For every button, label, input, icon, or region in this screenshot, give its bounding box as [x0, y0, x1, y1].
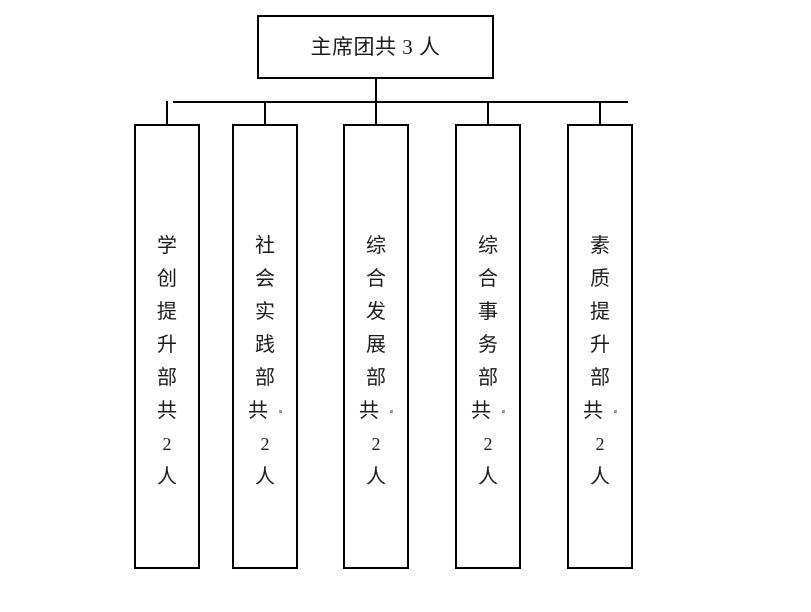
- dept-label-char: 人: [157, 466, 177, 488]
- dept-label-char: 学: [157, 235, 177, 257]
- dept-label-char: 2: [483, 434, 493, 454]
- dept-label-char: 综: [478, 235, 498, 257]
- dept-label-char: 人: [255, 466, 275, 488]
- dept-label-char: 人: [590, 466, 610, 488]
- dept-label-char: 部: [157, 367, 177, 389]
- dept-label-char: 2: [595, 434, 605, 454]
- dept-label-char: 提: [590, 301, 610, 323]
- dept-label-char: 务: [478, 334, 498, 356]
- connector-drop-1: [166, 101, 168, 124]
- dept-label-char: 事: [478, 301, 498, 323]
- dept-label-char: 部: [478, 367, 498, 389]
- root-node-presidium[interactable]: 主席团共 3 人: [257, 15, 494, 79]
- dept-node-5-label: 素质提升部共 2 人: [569, 230, 631, 494]
- dept-label-char: 质: [590, 268, 610, 290]
- dept-label-char: 共: [569, 395, 631, 428]
- dept-node-3[interactable]: 综合发展部共 2 人: [343, 124, 409, 569]
- dept-label-char: 2: [162, 434, 172, 454]
- connector-horizontal-bus: [173, 101, 628, 103]
- dept-node-1[interactable]: 学创提升部共 2 人: [134, 124, 200, 569]
- dept-label-char: 发: [366, 301, 386, 323]
- root-node-label: 主席团共 3 人: [310, 34, 441, 59]
- dept-label-char: 部: [590, 367, 610, 389]
- dept-label-char: 创: [157, 268, 177, 290]
- dept-node-4-label: 综合事务部共 2 人: [457, 230, 519, 494]
- connector-root-stem: [375, 79, 377, 103]
- dept-label-char: 提: [157, 301, 177, 323]
- dept-label-char: 展: [366, 334, 386, 356]
- dept-node-4[interactable]: 综合事务部共 2 人: [455, 124, 521, 569]
- connector-drop-3: [375, 101, 377, 124]
- dept-label-char: 共: [234, 395, 296, 428]
- dept-label-char: 共: [345, 395, 407, 428]
- dept-label-char: 综: [366, 235, 386, 257]
- connector-drop-4: [487, 101, 489, 124]
- dept-label-char: 会: [255, 268, 275, 290]
- connector-drop-5: [599, 101, 601, 124]
- dept-node-2-label: 社会实践部共 2 人: [234, 230, 296, 494]
- dept-label-char: 2: [260, 434, 270, 454]
- dept-node-3-label: 综合发展部共 2 人: [345, 230, 407, 494]
- dept-label-char: 人: [478, 466, 498, 488]
- dept-label-char: 升: [590, 334, 610, 356]
- dept-label-char: 2: [371, 434, 381, 454]
- dept-node-1-label: 学创提升部共 2 人: [136, 230, 198, 494]
- connector-drop-2: [264, 101, 266, 124]
- dept-label-char: 升: [157, 334, 177, 356]
- dept-node-5[interactable]: 素质提升部共 2 人: [567, 124, 633, 569]
- dept-label-char: 共: [157, 400, 177, 422]
- dept-label-char: 合: [366, 268, 386, 290]
- dept-label-char: 实: [255, 301, 275, 323]
- dept-label-char: 部: [255, 367, 275, 389]
- dept-label-char: 素: [590, 235, 610, 257]
- dept-label-char: 人: [366, 466, 386, 488]
- dept-label-char: 践: [255, 334, 275, 356]
- dept-label-char: 社: [255, 235, 275, 257]
- dept-label-char: 部: [366, 367, 386, 389]
- dept-label-char: 共: [457, 395, 519, 428]
- dept-label-char: 合: [478, 268, 498, 290]
- dept-node-2[interactable]: 社会实践部共 2 人: [232, 124, 298, 569]
